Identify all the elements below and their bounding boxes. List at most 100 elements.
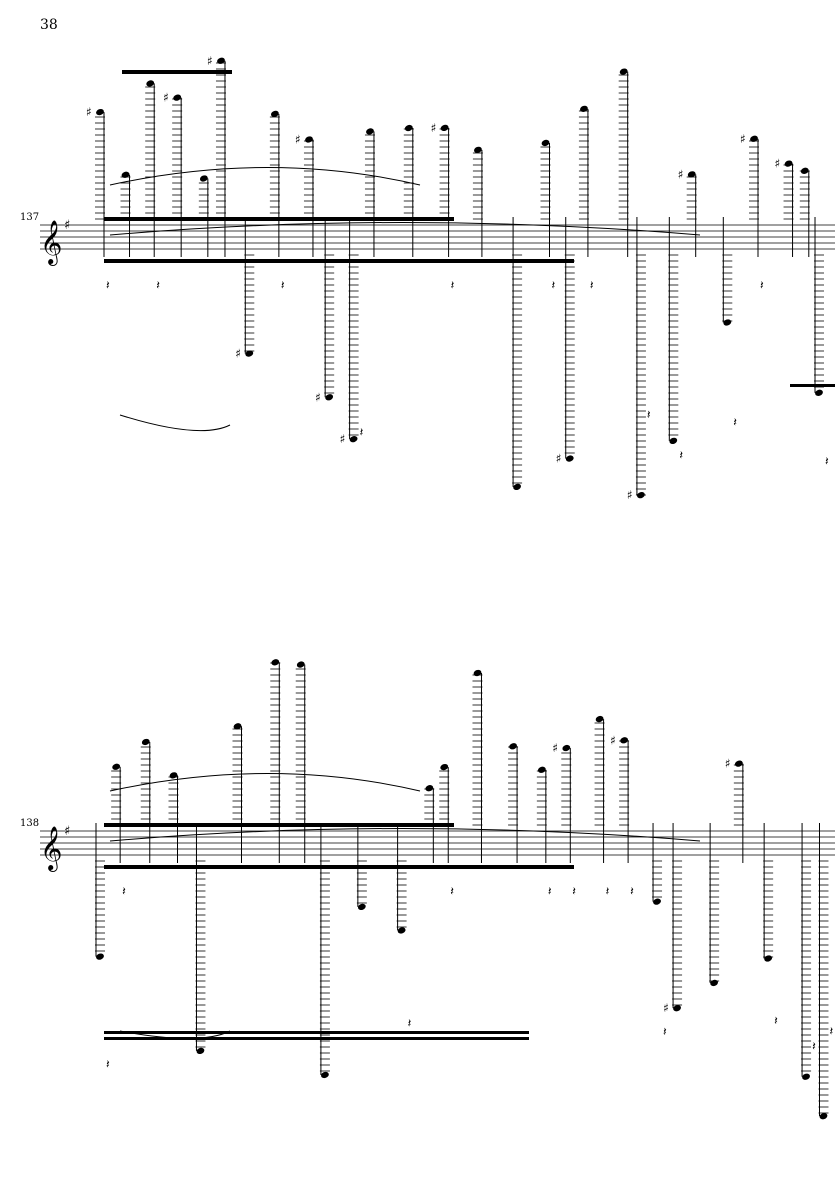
rest-icon: 𝄽 <box>106 1057 110 1071</box>
notehead <box>425 785 434 792</box>
slur <box>119 1030 231 1039</box>
notehead <box>321 1071 329 1079</box>
rest-icon: 𝄽 <box>122 884 126 898</box>
notehead <box>349 436 358 443</box>
notehead <box>669 437 678 445</box>
notehead <box>620 737 628 744</box>
notehead <box>802 1073 810 1080</box>
rest-icon: 𝄽 <box>679 448 683 462</box>
notehead <box>245 350 254 357</box>
notehead <box>750 135 758 142</box>
rest-icon: 𝄽 <box>408 1016 412 1030</box>
beam <box>104 823 454 827</box>
notehead <box>96 108 104 116</box>
notehead <box>112 763 121 770</box>
notehead <box>96 953 104 960</box>
rest-icon: 𝄽 <box>606 884 610 898</box>
notehead <box>784 160 793 167</box>
sharp-icon: ♯ <box>678 167 684 181</box>
notehead <box>723 319 732 326</box>
notehead <box>653 898 661 905</box>
rest-icon: 𝄽 <box>106 278 110 292</box>
rest-icon: 𝄽 <box>774 1014 778 1028</box>
sharp-icon: ♯ <box>431 121 437 135</box>
rest-icon: 𝄽 <box>630 884 634 898</box>
notehead <box>357 903 366 911</box>
notehead <box>710 979 719 987</box>
notehead <box>217 57 225 64</box>
notehead <box>619 68 628 75</box>
sharp-icon: ♯ <box>556 452 562 466</box>
treble-clef-icon: 𝄞 <box>40 220 62 266</box>
rest-icon: 𝄽 <box>590 278 594 292</box>
sharp-icon: ♯ <box>295 132 301 146</box>
notehead <box>819 1113 828 1120</box>
sharp-icon: ♯ <box>340 432 346 446</box>
rest-icon: 𝄽 <box>281 278 285 292</box>
notehead <box>440 124 449 132</box>
notehead <box>271 659 280 666</box>
notehead <box>541 139 550 147</box>
measure-number-137: 137 <box>20 212 40 223</box>
notehead <box>196 1047 205 1055</box>
notehead <box>296 661 305 668</box>
beam <box>104 217 454 221</box>
notehead <box>800 167 809 174</box>
sharp-icon: ♯ <box>207 54 213 68</box>
notehead <box>199 175 208 182</box>
measure-number-138: 138 <box>20 818 40 829</box>
notehead <box>141 738 150 746</box>
slur <box>119 414 231 432</box>
notehead <box>440 763 449 771</box>
slur <box>109 222 701 236</box>
sharp-key-signature-icon: ♯ <box>64 218 70 233</box>
rest-icon: 𝄽 <box>647 407 651 421</box>
sharp-icon: ♯ <box>315 390 321 404</box>
notehead <box>473 669 482 677</box>
rest-icon: 𝄽 <box>829 1024 833 1038</box>
beam <box>104 259 574 263</box>
notehead <box>537 766 546 773</box>
slur <box>109 167 421 186</box>
notehead <box>270 110 279 118</box>
notehead <box>169 772 178 779</box>
beam <box>790 384 835 387</box>
rest-icon: 𝄽 <box>663 1025 667 1039</box>
notehead <box>637 492 645 499</box>
sharp-icon: ♯ <box>663 1001 669 1015</box>
notehead <box>565 455 574 462</box>
notehead <box>173 94 182 101</box>
notehead <box>121 171 130 178</box>
rest-icon: 𝄽 <box>450 884 454 898</box>
rest-icon: 𝄽 <box>552 278 556 292</box>
sharp-icon: ♯ <box>163 91 169 105</box>
beam <box>104 1031 529 1034</box>
notehead <box>580 105 588 112</box>
rest-icon: 𝄽 <box>451 278 455 292</box>
notehead <box>233 723 242 730</box>
sharp-icon: ♯ <box>552 741 558 755</box>
sharp-icon: ♯ <box>86 105 92 119</box>
slur <box>109 828 701 842</box>
beam <box>104 865 574 869</box>
notehead <box>734 760 743 767</box>
rest-icon: 𝄽 <box>825 454 829 468</box>
sharp-key-signature-icon: ♯ <box>64 824 70 839</box>
rest-icon: 𝄽 <box>572 884 576 898</box>
notehead <box>815 389 823 396</box>
notehead <box>673 1005 681 1012</box>
sharp-icon: ♯ <box>740 132 746 146</box>
notehead <box>764 955 773 962</box>
page-number: 38 <box>40 17 58 33</box>
sharp-icon: ♯ <box>775 157 781 171</box>
rest-icon: 𝄽 <box>812 1039 816 1053</box>
sharp-icon: ♯ <box>725 757 731 771</box>
notehead <box>509 743 517 750</box>
treble-clef-icon: 𝄞 <box>40 826 62 872</box>
notehead <box>595 715 604 723</box>
rest-icon: 𝄽 <box>733 415 737 429</box>
sharp-icon: ♯ <box>627 488 633 502</box>
notehead <box>474 146 482 153</box>
beam <box>122 70 232 74</box>
